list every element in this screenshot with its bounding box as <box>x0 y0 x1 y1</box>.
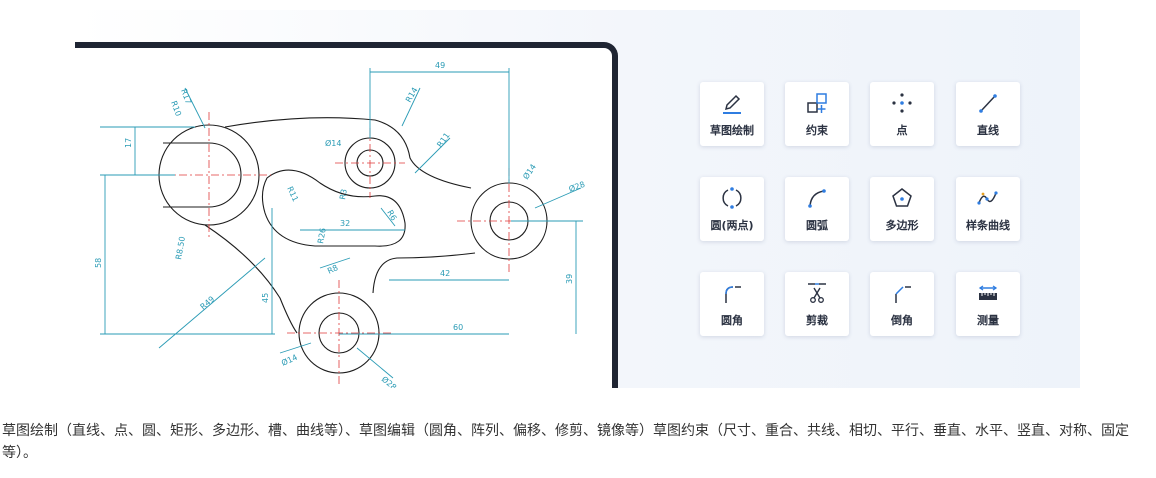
tool-label: 剪裁 <box>806 314 828 327</box>
dim-r14: R14 <box>404 86 420 104</box>
tool-chamfer[interactable]: 倒角 <box>870 272 934 336</box>
dim-d14-upper: Ø14 <box>325 138 341 148</box>
tool-measure[interactable]: 测量 <box>956 272 1020 336</box>
dim-r11-mid: R11 <box>285 185 300 203</box>
tool-constraint[interactable]: 约束 <box>785 82 849 146</box>
dim-58: 58 <box>94 258 103 268</box>
dim-r26: R26 <box>316 227 328 244</box>
tool-sketch-draw[interactable]: 草图绘制 <box>700 82 764 146</box>
chamfer-icon <box>895 286 911 303</box>
dim-42: 42 <box>440 269 450 278</box>
dim-r49: R49 <box>199 295 217 312</box>
tool-label: 多边形 <box>885 219 919 232</box>
dim-32: 32 <box>340 219 350 228</box>
dim-r8: R8 <box>326 263 339 276</box>
tool-label: 圆角 <box>721 314 743 327</box>
line-icon <box>979 94 997 113</box>
tool-label: 草图绘制 <box>710 124 754 137</box>
tool-fillet[interactable]: 圆角 <box>700 272 764 336</box>
dim-r11-right: R11 <box>435 131 451 149</box>
tool-two-point-circle[interactable]: 圆(两点) <box>700 177 764 241</box>
dim-r8-50: R8.50 <box>174 236 187 261</box>
tool-label: 直线 <box>977 124 999 137</box>
dim-60: 60 <box>453 323 463 332</box>
dimension-labels: 49 R14 R11 R17 R10 Ø14 Ø14 Ø28 17 R11 32… <box>94 61 586 388</box>
dim-d14-bottom: Ø14 <box>280 352 299 368</box>
tool-label: 点 <box>896 124 908 137</box>
measure-ruler-icon <box>978 285 998 300</box>
tool-label: 样条曲线 <box>966 219 1010 232</box>
cad-drawing: 49 R14 R11 R17 R10 Ø14 Ø14 Ø28 17 R11 32… <box>94 61 586 388</box>
tool-label: 倒角 <box>891 314 913 327</box>
cad-drawing-panel: 49 R14 R11 R17 R10 Ø14 Ø14 Ø28 17 R11 32… <box>75 42 618 388</box>
dim-r3: R3 <box>338 188 349 200</box>
dim-17: 17 <box>124 138 133 148</box>
constraint-icon <box>807 93 827 113</box>
tool-polygon[interactable]: 多边形 <box>870 177 934 241</box>
feature-description: 草图绘制（直线、点、圆、矩形、多边形、槽、曲线等）、草图编辑（圆角、阵列、偏移、… <box>2 423 1129 461</box>
dim-d28-bottom: Ø28 <box>380 374 399 388</box>
dim-d14-right: Ø14 <box>520 162 538 181</box>
tool-label: 圆弧 <box>806 219 828 232</box>
tool-line[interactable]: 直线 <box>956 82 1020 146</box>
trim-scissors-icon <box>808 283 826 303</box>
tool-point[interactable]: 点 <box>870 82 934 146</box>
dim-r17: R17 <box>179 88 193 106</box>
pencil-icon <box>723 94 741 114</box>
dimension-lines <box>100 68 583 379</box>
tool-label: 圆(两点) <box>710 219 754 232</box>
tool-label: 测量 <box>977 314 999 327</box>
spline-icon <box>977 191 998 205</box>
dim-45: 45 <box>261 293 270 303</box>
polygon-icon <box>892 188 912 207</box>
dim-r6: R6 <box>385 209 398 223</box>
sketch-tool-palette: 草图绘制 约束 点 <box>700 82 1020 338</box>
dim-r10: R10 <box>169 100 183 118</box>
dim-d28-right: Ø28 <box>567 179 586 194</box>
centerlines <box>147 112 561 386</box>
points-icon <box>892 93 912 113</box>
fillet-icon <box>725 286 741 303</box>
tool-trim[interactable]: 剪裁 <box>785 272 849 336</box>
part-outline <box>158 117 548 374</box>
dim-39: 39 <box>565 274 574 284</box>
tool-arc[interactable]: 圆弧 <box>785 177 849 241</box>
tool-label: 约束 <box>806 124 828 137</box>
two-point-circle-icon <box>722 187 742 209</box>
dim-49: 49 <box>435 61 445 70</box>
tool-spline[interactable]: 样条曲线 <box>956 177 1020 241</box>
arc-icon <box>808 189 826 208</box>
